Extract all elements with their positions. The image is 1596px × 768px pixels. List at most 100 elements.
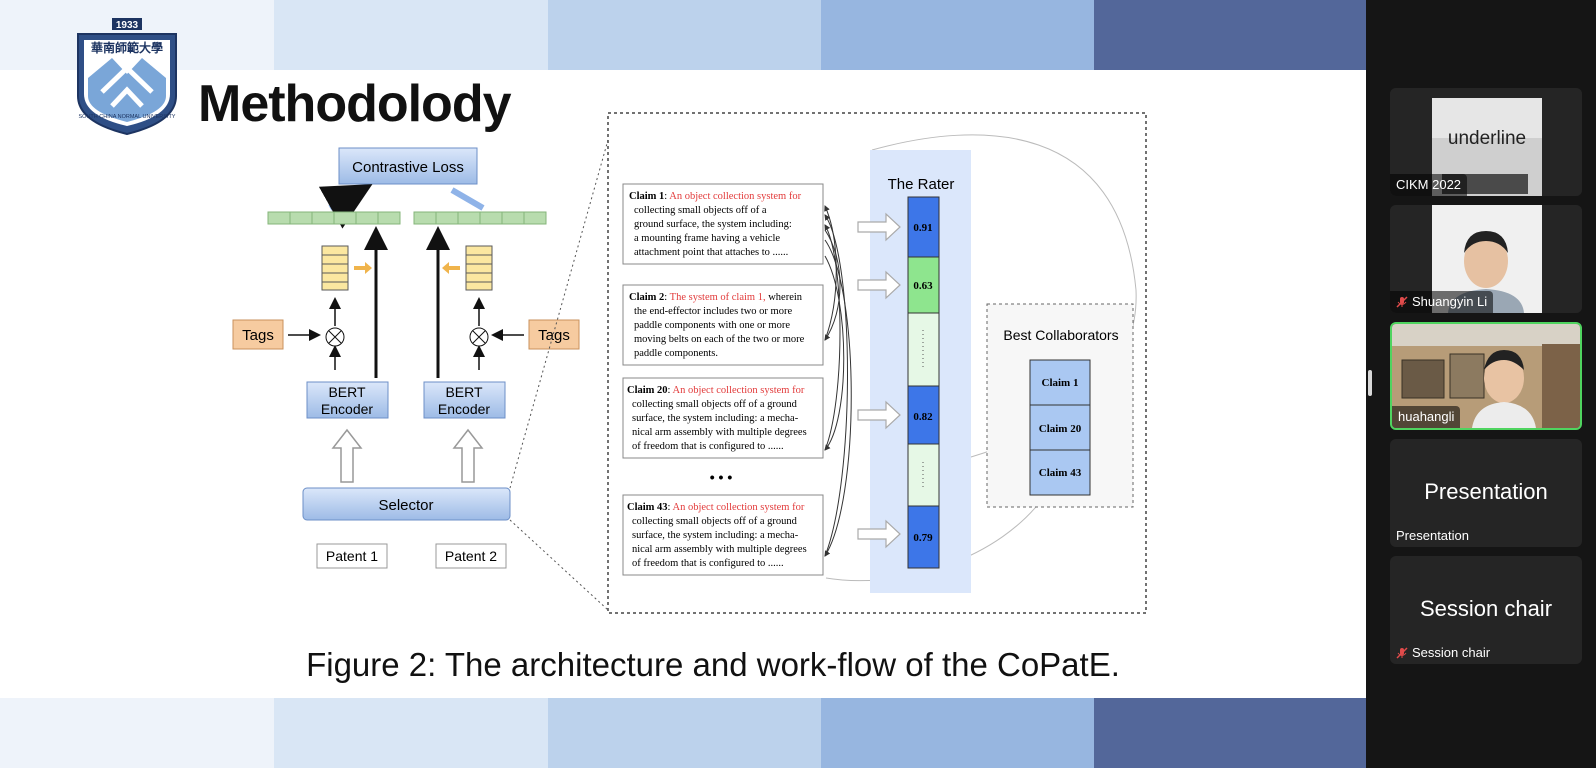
best-claim20-label: Claim 20 <box>1039 423 1082 435</box>
participant-name: Shuangyin Li <box>1412 294 1488 309</box>
mic-muted-icon <box>1396 646 1408 659</box>
bert-encoder-right-line2: Encoder <box>438 401 490 417</box>
bert-encoder-right-line1: BERT <box>445 384 483 400</box>
best-claim20-box <box>1029 404 1091 451</box>
footer-band <box>1094 698 1366 768</box>
tags-label-right: Tags <box>538 327 570 344</box>
footer-band <box>0 698 274 768</box>
workflow-frame <box>607 112 1147 614</box>
claim20-line: surface, the system including: a mecha- <box>632 413 799 424</box>
patent1-label: Patent 1 <box>326 548 378 564</box>
claims-ellipsis: • • • <box>710 469 733 485</box>
score-claim1: 0.91 <box>913 222 932 234</box>
arrow-up-left <box>318 184 373 229</box>
participant-name: Presentation <box>1396 528 1469 543</box>
score-column <box>907 196 940 569</box>
participant-name-chip: Presentation <box>1390 525 1475 547</box>
best-claim1-label: Claim 1 <box>1042 377 1079 389</box>
arrow-up-right <box>450 187 485 211</box>
score-arrows <box>857 212 901 549</box>
participant-big-name: Presentation <box>1424 479 1548 504</box>
claim-links <box>824 205 852 557</box>
footer-band <box>274 698 548 768</box>
participant-name: Session chair <box>1412 645 1491 660</box>
patent2-box <box>435 543 507 569</box>
slide-title: Methodolody <box>198 75 512 133</box>
presentation-slide: 1933 華南師範大學 SOUTH CHINA NORMAL UNIVERSIT… <box>0 0 1366 768</box>
claim43-first-line: Claim 43: An object collection system fo… <box>627 502 805 513</box>
figure-caption: Figure 2: The architecture and work-flow… <box>306 646 1120 683</box>
embedding-bar-right <box>413 211 547 225</box>
claim20-first-line: Claim 20: An object collection system fo… <box>627 385 805 396</box>
patent2-label: Patent 2 <box>445 548 497 564</box>
participant-tile-shuangyin[interactable]: Shuangyin Li <box>1390 205 1582 313</box>
claim2-first-line: Claim 2: The system of claim 1, wherein <box>629 292 803 303</box>
video-feed <box>1392 324 1580 428</box>
claim43-box <box>622 494 824 576</box>
claim2-line: moving belts on each of the two or more <box>634 334 805 345</box>
best-collaborators-title: Best Collaborators <box>1003 327 1118 343</box>
otimes-left <box>325 327 345 347</box>
university-logo: 1933 華南師範大學 SOUTH CHINA NORMAL UNIVERSIT… <box>77 18 177 136</box>
best-claim1-box <box>1029 359 1091 406</box>
claim2-line: the end-effector includes two or more <box>634 306 792 317</box>
contrastive-loss-label: Contrastive Loss <box>352 159 464 176</box>
participant-tile-presentation[interactable]: Presentation Presentation <box>1390 439 1582 547</box>
header-band <box>821 0 1094 70</box>
attention-stack-right <box>465 245 493 291</box>
logo-name-en: SOUTH CHINA NORMAL UNIVERSITY <box>79 114 176 120</box>
claim2-line: paddle components with one or more <box>634 320 790 331</box>
hollow-arrow-left <box>331 428 363 483</box>
architecture-figure: Contrastive Loss <box>232 112 1147 614</box>
bert-encoder-left <box>306 381 389 419</box>
footer-band <box>548 698 821 768</box>
claim20-line: collecting small objects off of a ground <box>632 399 798 410</box>
claim2-line: paddle components. <box>634 348 718 359</box>
bert-encoder-right <box>423 381 506 419</box>
claim1-line: ground surface, the system including: <box>634 219 792 230</box>
tags-box-right <box>528 319 580 350</box>
logo-year: 1933 <box>116 20 139 31</box>
participant-tile-session-chair[interactable]: Session chair Session chair <box>1390 556 1582 664</box>
claim20-line: of freedom that is configured to ...... <box>632 441 784 452</box>
contrastive-loss-box <box>338 147 478 185</box>
underline-logo-text: underline <box>1448 128 1526 149</box>
sidebar-scrollbar[interactable] <box>1368 370 1372 396</box>
tags-label-left: Tags <box>242 327 274 344</box>
participant-name: huahangli <box>1398 409 1455 424</box>
header-band <box>1094 0 1366 70</box>
logo-name-cn: 華南師範大學 <box>91 40 163 55</box>
score-claim20: 0.82 <box>913 411 933 423</box>
claim43-line: collecting small objects off of a ground <box>632 516 798 527</box>
embedding-bar-left <box>267 211 401 225</box>
best-claim43-label: Claim 43 <box>1039 467 1082 479</box>
participant-name-chip: huahangli <box>1392 406 1461 428</box>
participant-name-chip: Session chair <box>1390 642 1496 664</box>
participant-tile-huahangli[interactable]: huahangli <box>1390 322 1582 430</box>
patent1-box <box>316 543 388 569</box>
selector-box <box>302 487 511 521</box>
attention-stack-left <box>321 245 349 291</box>
claim1-line: a mounting frame having a vehicle <box>634 233 780 244</box>
claim1-box <box>622 183 824 265</box>
otimes-right <box>469 327 489 347</box>
header-band <box>548 0 821 70</box>
claim20-box <box>622 377 824 459</box>
claim43-line: nical arm assembly with multiple degrees <box>632 544 807 555</box>
participant-name-chip: CIKM 2022 <box>1390 174 1468 196</box>
claim43-line: surface, the system including: a mecha- <box>632 530 799 541</box>
rater-title: The Rater <box>888 176 955 193</box>
participant-name-chip: Shuangyin Li <box>1390 291 1494 313</box>
tags-box-left <box>232 319 284 350</box>
score-claim2: 0.63 <box>913 280 933 292</box>
header-band <box>274 0 548 70</box>
selector-label: Selector <box>378 497 433 514</box>
participant-tile-cikm[interactable]: underline CIKM 2022 <box>1390 88 1582 196</box>
score-claim43: 0.79 <box>913 532 933 544</box>
claim1-line: collecting small objects off of a <box>634 205 767 216</box>
best-claim43-box <box>1029 449 1091 496</box>
hollow-arrow-right <box>452 428 484 483</box>
bert-encoder-left-line1: BERT <box>328 384 366 400</box>
mic-muted-icon <box>1396 295 1408 308</box>
participant-name: CIKM 2022 <box>1396 177 1462 192</box>
